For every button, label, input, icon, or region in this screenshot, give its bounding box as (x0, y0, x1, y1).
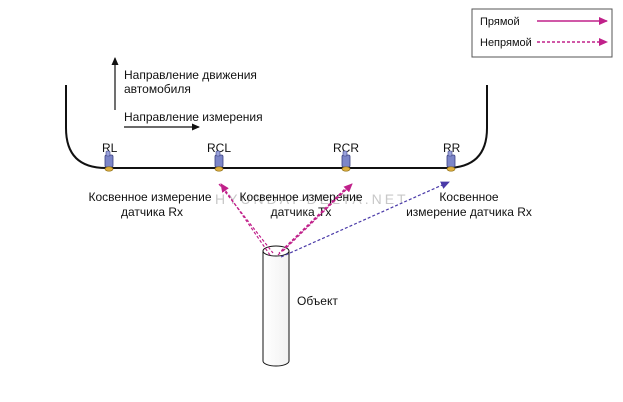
path-rcr-to-object (278, 185, 349, 254)
travel-direction-label-1: Направление движения (124, 68, 257, 82)
legend-box (471, 8, 613, 58)
center-indirect-label-2: датчика Tx (271, 205, 332, 219)
sensor-rcr-icon (341, 150, 351, 172)
travel-direction-label-2: автомобиля (124, 82, 191, 96)
legend-direct-label: Прямой (480, 16, 520, 28)
center-indirect-label-1: Косвенное измерение (240, 190, 363, 204)
object-cylinder (262, 245, 290, 367)
right-indirect-label-2: измерение датчика Rx (406, 205, 532, 219)
sensor-rcl-icon (214, 150, 224, 172)
path-object-to-rcl (220, 183, 271, 256)
right-indirect-label-1: Косвенное (439, 190, 499, 204)
measure-direction-label: Направление измерения (124, 110, 263, 124)
left-indirect-label-1: Косвенное измерение (89, 190, 212, 204)
sensor-rr-icon (446, 150, 456, 172)
legend-indirect-label: Непрямой (480, 37, 532, 49)
sensor-label-rr: RR (443, 141, 461, 155)
sensor-label-rcr: RCR (333, 141, 359, 155)
watermark: HYUNDAI-DELTA.NET (215, 191, 409, 207)
sensor-label-rcl: RCL (207, 141, 231, 155)
legend: Прямой Непрямой (471, 8, 613, 58)
object-label: Объект (297, 294, 338, 308)
path-object-to-rcr-2 (277, 189, 346, 256)
sensor-rl-icon (104, 150, 114, 172)
left-indirect-label-2: датчика Rx (121, 205, 183, 219)
bumper-outline (65, 85, 488, 169)
measurement-paths (218, 181, 450, 258)
path-object-to-rr (280, 181, 450, 258)
